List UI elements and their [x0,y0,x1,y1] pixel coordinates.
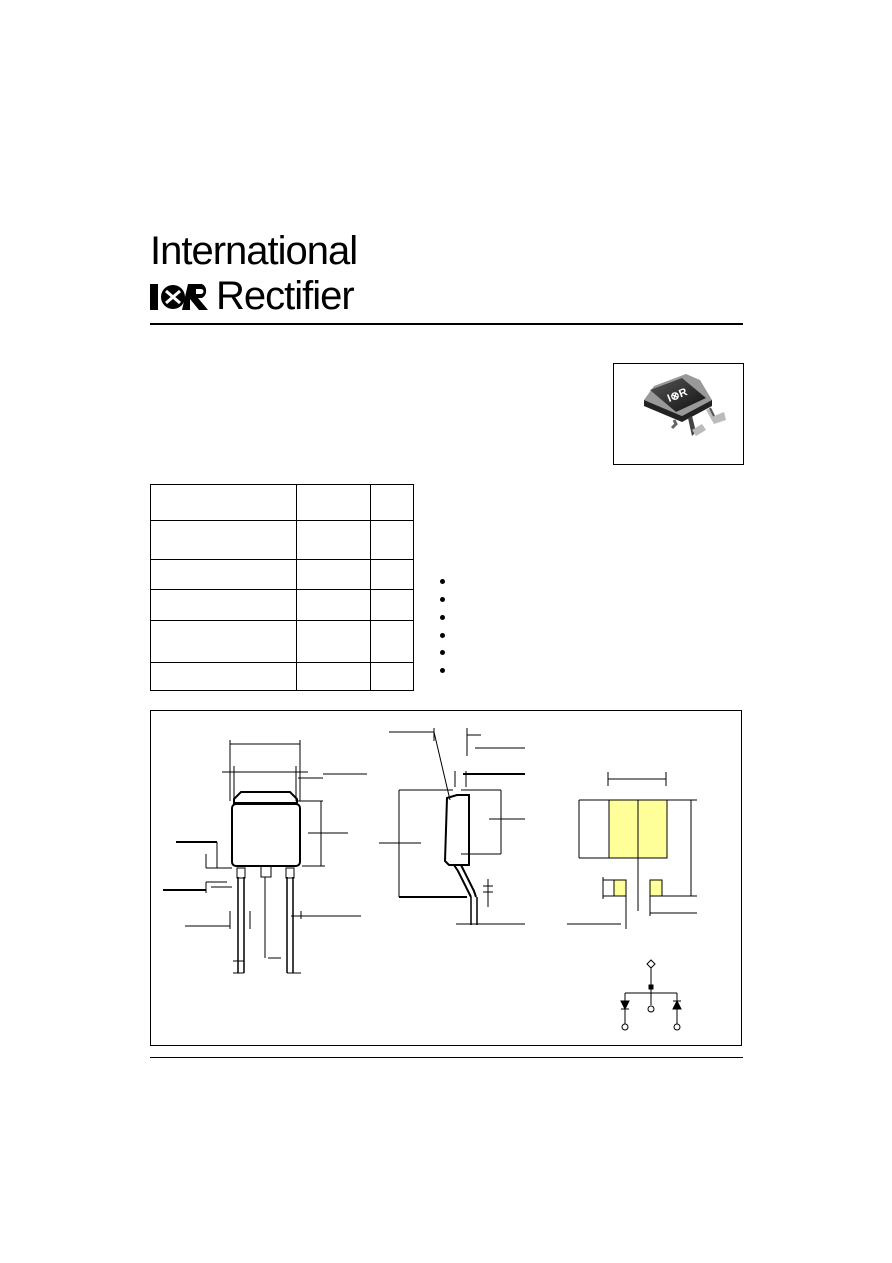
footer-rule [150,1057,743,1058]
spec-table [150,484,414,691]
table-col-divider [370,485,371,690]
feature-bullet [440,615,445,620]
feature-bullet [440,579,445,584]
table-row-divider [151,520,413,521]
table-col-divider [296,485,297,690]
package-outline-drawing [150,710,742,1046]
feature-bullet [440,597,445,602]
package-photo: I⊗R [613,363,744,465]
table-row-divider [151,589,413,590]
front-view [163,740,367,974]
side-view [379,728,525,925]
header-rule [150,323,743,325]
feature-bullet [440,650,445,655]
feature-bullet [440,668,445,673]
ior-logo-icon [150,284,208,310]
table-row-divider [151,662,413,663]
table-row-divider [151,620,413,621]
brand-international: International [150,229,358,273]
pcb-footprint [567,772,697,929]
outline-svg [163,728,697,1031]
table-row-divider [151,559,413,560]
brand-rectifier: Rectifier [216,274,355,318]
feature-bullet [440,633,445,638]
dual-diode-schematic [620,959,682,1031]
dpak-image: I⊗R [644,374,726,436]
